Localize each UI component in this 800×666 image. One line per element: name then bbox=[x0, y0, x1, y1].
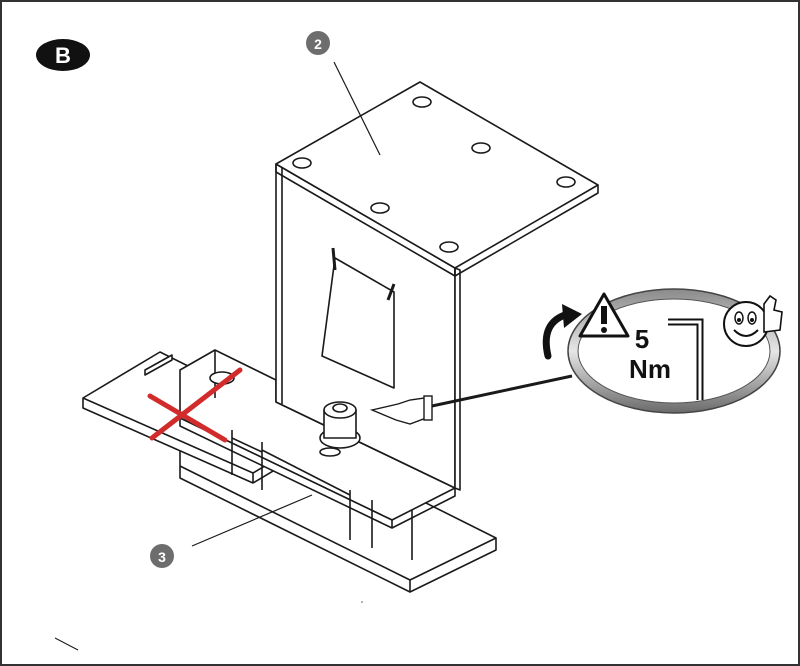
callout-2-number: 2 bbox=[314, 36, 322, 52]
stray-mark bbox=[54, 637, 79, 651]
rotate-clockwise-icon bbox=[542, 304, 582, 360]
thumbs-up-smiley-icon bbox=[723, 294, 783, 347]
warning-icon bbox=[578, 292, 630, 338]
torque-unit: Nm bbox=[629, 354, 671, 384]
prohibited-x-icon bbox=[147, 367, 243, 443]
pointing-hand-icon bbox=[369, 395, 433, 425]
callout-3-number: 3 bbox=[158, 549, 166, 565]
step-badge-label: B bbox=[55, 43, 71, 68]
wall-cutout bbox=[321, 257, 395, 389]
stray-dot bbox=[361, 601, 363, 603]
torque-value: 5 bbox=[635, 324, 649, 354]
torque-leader-line bbox=[431, 374, 573, 408]
callout-2: 2 bbox=[306, 31, 381, 156]
callout-3: 3 bbox=[150, 494, 313, 568]
step-badge: B bbox=[36, 39, 90, 71]
bracket-assembly bbox=[82, 81, 599, 593]
torque-callout: 5 Nm bbox=[567, 288, 781, 414]
